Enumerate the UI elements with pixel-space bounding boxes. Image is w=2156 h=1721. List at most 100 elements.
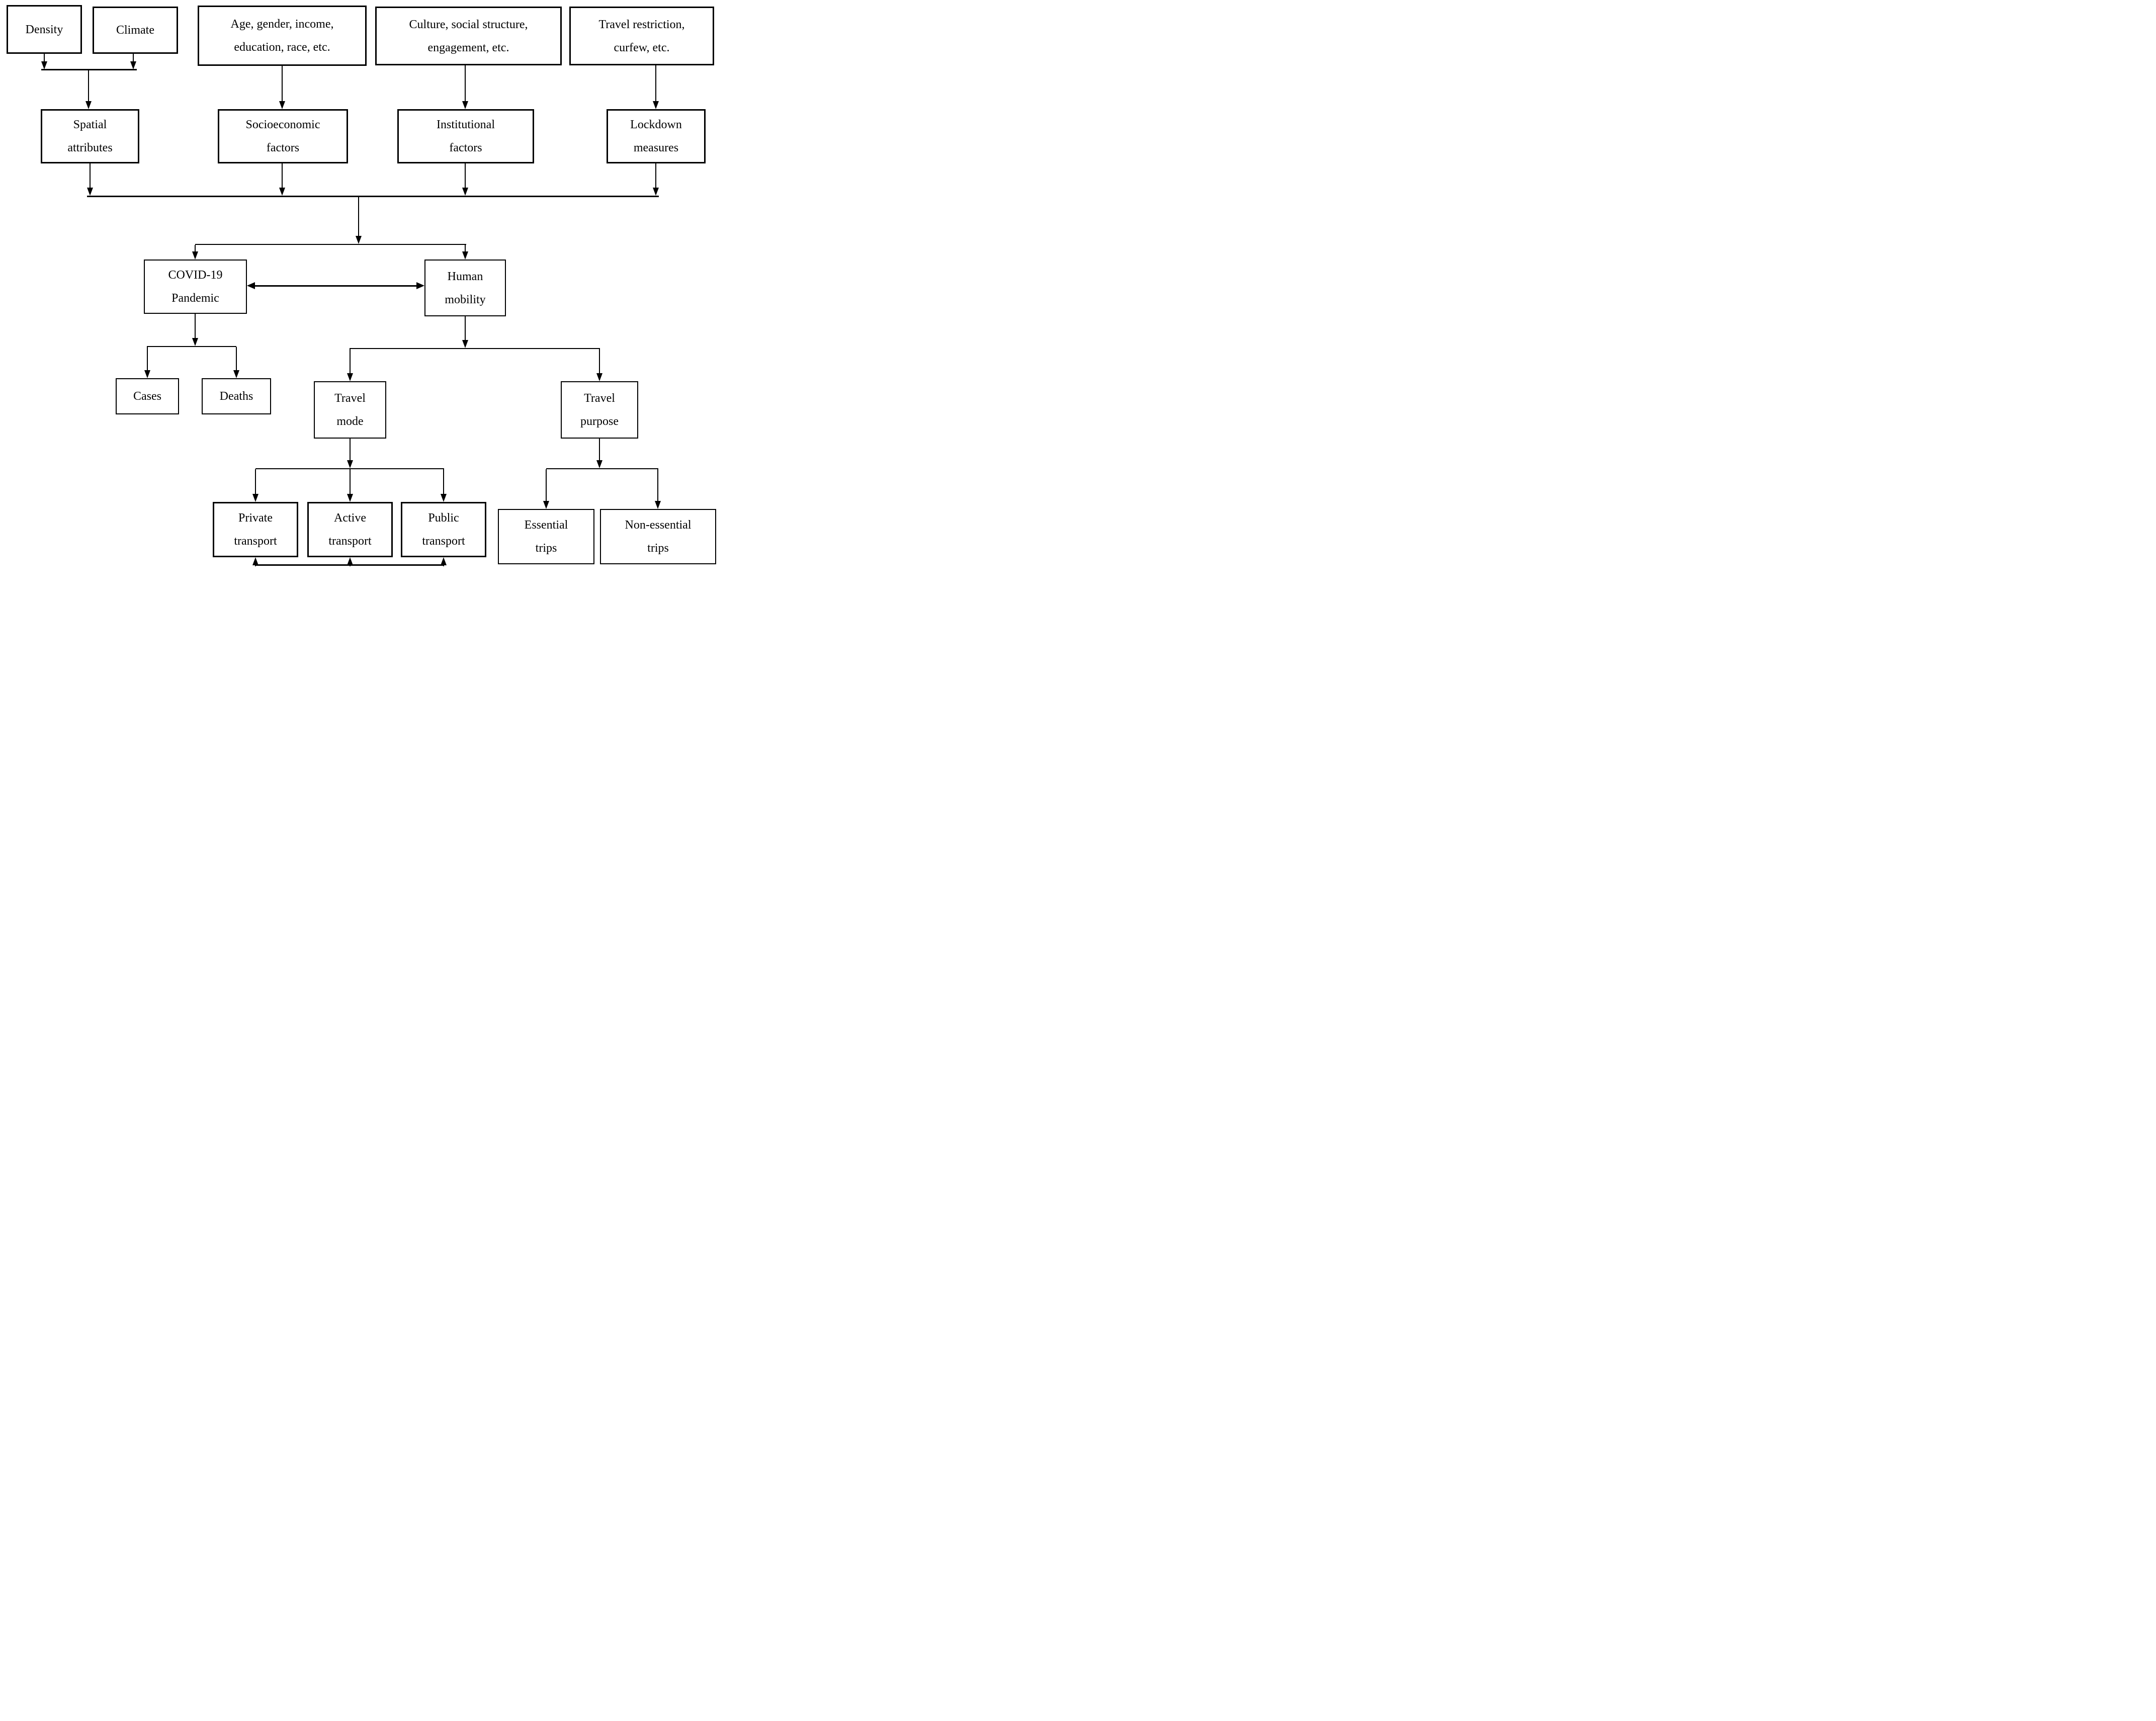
arrowhead-into-essential [543,501,549,509]
arrowhead-center-split [356,236,362,244]
node-deaths-label: Deaths [219,390,253,403]
arrowhead-into-mobility [462,251,468,260]
connector-split-to-deaths [236,347,237,371]
connector-covid-mobility-bidirectional [254,285,417,287]
node-lockdown-line2: measures [633,141,679,154]
node-climate-label: Climate [116,24,154,37]
connector-trips-split [546,468,658,469]
arrowhead-institutional-collector [462,188,468,196]
node-spatial-line2: attributes [67,141,113,154]
node-public-transport-line2: transport [422,535,465,548]
arrowhead-into-travel-mode [347,373,353,381]
node-travel-purpose-line2: purpose [580,415,619,428]
node-travel-restriction-line1: Travel restriction, [598,18,685,31]
node-cases-label: Cases [133,390,161,403]
connector-split-to-non-essential [657,469,658,502]
connector-split-to-covid [195,245,196,252]
node-private-transport: Private transport [213,502,298,557]
node-essential-trips: Essential trips [498,509,594,564]
node-covid-line2: Pandemic [171,292,219,305]
arrowhead-covid-split [192,338,198,346]
node-institutional-line2: factors [449,141,482,154]
node-cases: Cases [116,378,179,414]
connector-split-to-public [443,469,444,495]
arrowhead-into-institutional [462,101,468,109]
node-travel-purpose-line1: Travel [584,392,615,405]
node-covid-pandemic: COVID-19 Pandemic [144,260,247,314]
node-institutional-factors: Institutional factors [397,109,534,163]
connector-covid-drop [195,314,196,339]
connector-merge-to-spatial [88,70,89,102]
arrowhead-into-deaths [233,370,239,378]
arrowhead-into-active [347,494,353,502]
node-culture: Culture, social structure, engagement, e… [375,7,562,65]
connector-split-to-mobility [465,245,466,252]
connector-collector-center-drop [358,197,359,237]
node-climate: Climate [93,7,178,54]
arrowhead-into-travel-purpose [596,373,602,381]
node-private-transport-line1: Private [238,511,273,525]
connector-split-to-cases [147,347,148,371]
node-institutional-line1: Institutional [437,118,495,131]
node-lockdown-measures: Lockdown measures [607,109,706,163]
arrowhead-climate-merge [130,61,136,69]
node-human-mobility-line2: mobility [445,293,486,306]
node-human-mobility-line1: Human [447,270,483,283]
arrowhead-purpose-split [596,460,602,468]
node-demographics-line2: education, race, etc. [234,41,330,54]
arrowhead-into-public [441,494,447,502]
node-essential-trips-line2: trips [535,542,557,555]
connector-spatial-drop [90,163,91,189]
node-travel-restriction: Travel restriction, curfew, etc. [569,7,714,65]
node-culture-line1: Culture, social structure, [409,18,528,31]
node-socioeconomic-line1: Socioeconomic [245,118,320,131]
node-active-transport-line2: transport [328,535,372,548]
arrowhead-into-lockdown [653,101,659,109]
arrowhead-mode-split [347,460,353,468]
arrowhead-into-covid [192,251,198,260]
connector-institutional-drop [465,163,466,189]
arrowhead-feedback-public [441,557,447,565]
node-density: Density [7,5,82,54]
connector-demographics-to-socioeconomic [282,66,283,102]
node-human-mobility: Human mobility [424,260,506,316]
connector-split-to-travel-mode [350,349,351,374]
arrowhead-socioeconomic-collector [279,188,285,196]
connector-split-to-private [255,469,256,495]
node-density-label: Density [25,23,63,36]
node-non-essential-trips: Non-essential trips [600,509,716,564]
arrowhead-mobility-split [462,340,468,348]
node-demographics: Age, gender, income, education, race, et… [198,6,367,66]
arrowhead-into-non-essential [655,501,661,509]
arrowhead-lockdown-collector [653,188,659,196]
connector-split-to-essential [546,469,547,502]
arrowhead-into-cases [144,370,150,378]
connector-mode-purpose-split [350,348,600,349]
connector-covid-mobility-split [195,244,466,245]
node-active-transport: Active transport [307,502,393,557]
connector-restriction-to-lockdown [655,65,656,102]
arrowhead-density-merge [41,61,47,69]
arrowhead-bidirectional-left [247,282,255,289]
flowchart-canvas: Density Climate Age, gender, income, edu… [0,0,719,574]
connector-main-collector [87,196,659,197]
connector-mobility-drop [465,316,466,341]
node-travel-restriction-line2: curfew, etc. [614,41,670,54]
arrowhead-into-private [252,494,258,502]
connector-density-climate-merge [41,69,137,70]
node-private-transport-line2: transport [234,535,277,548]
node-active-transport-line1: Active [334,511,366,525]
connector-transport-split [255,468,444,469]
node-socioeconomic-factors: Socioeconomic factors [218,109,348,163]
connector-lockdown-drop [655,163,656,189]
node-spatial-attributes: Spatial attributes [41,109,139,163]
node-public-transport-line1: Public [428,511,459,525]
node-lockdown-line1: Lockdown [630,118,682,131]
node-non-essential-trips-line2: trips [647,542,669,555]
node-deaths: Deaths [202,378,271,414]
arrowhead-spatial-collector [87,188,93,196]
connector-split-to-travel-purpose [599,349,600,374]
node-travel-mode: Travel mode [314,381,386,439]
node-non-essential-trips-line1: Non-essential [625,519,692,532]
node-culture-line2: engagement, etc. [427,41,509,54]
